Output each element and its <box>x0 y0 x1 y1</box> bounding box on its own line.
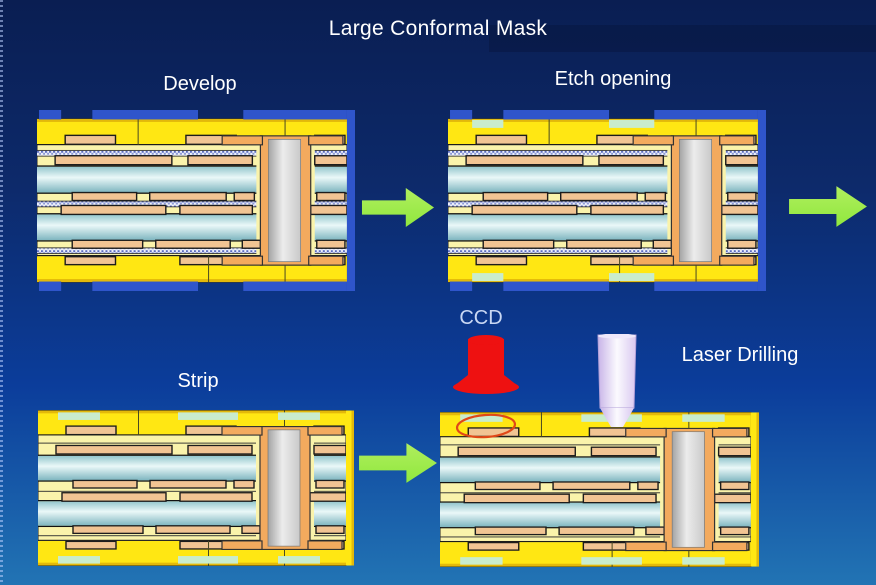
arrow-right-icon <box>789 186 867 227</box>
pcb-cross-section-laser-drilling <box>440 411 759 568</box>
stage-label-laser-drilling: Laser Drilling <box>681 344 799 366</box>
stage-label-etch-opening: Etch opening <box>554 68 672 90</box>
pcb-cross-section-strip <box>38 410 354 566</box>
ccd-camera-icon <box>453 335 519 394</box>
pcb-cross-section-etch-opening <box>448 110 766 291</box>
title-shade-band <box>489 25 876 52</box>
pcb-cross-section-develop <box>37 110 355 291</box>
stage-label-develop: Develop <box>163 73 237 95</box>
left-edge-dots <box>0 0 3 585</box>
laser-beam-icon <box>597 334 637 427</box>
stage-label-strip: Strip <box>177 370 219 392</box>
slide-title: Large Conformal Mask <box>328 17 548 40</box>
arrow-right-icon <box>359 443 437 483</box>
target-annotation-ellipse <box>455 413 517 439</box>
ccd-label: CCD <box>459 307 503 329</box>
arrow-right-icon <box>361 188 435 227</box>
